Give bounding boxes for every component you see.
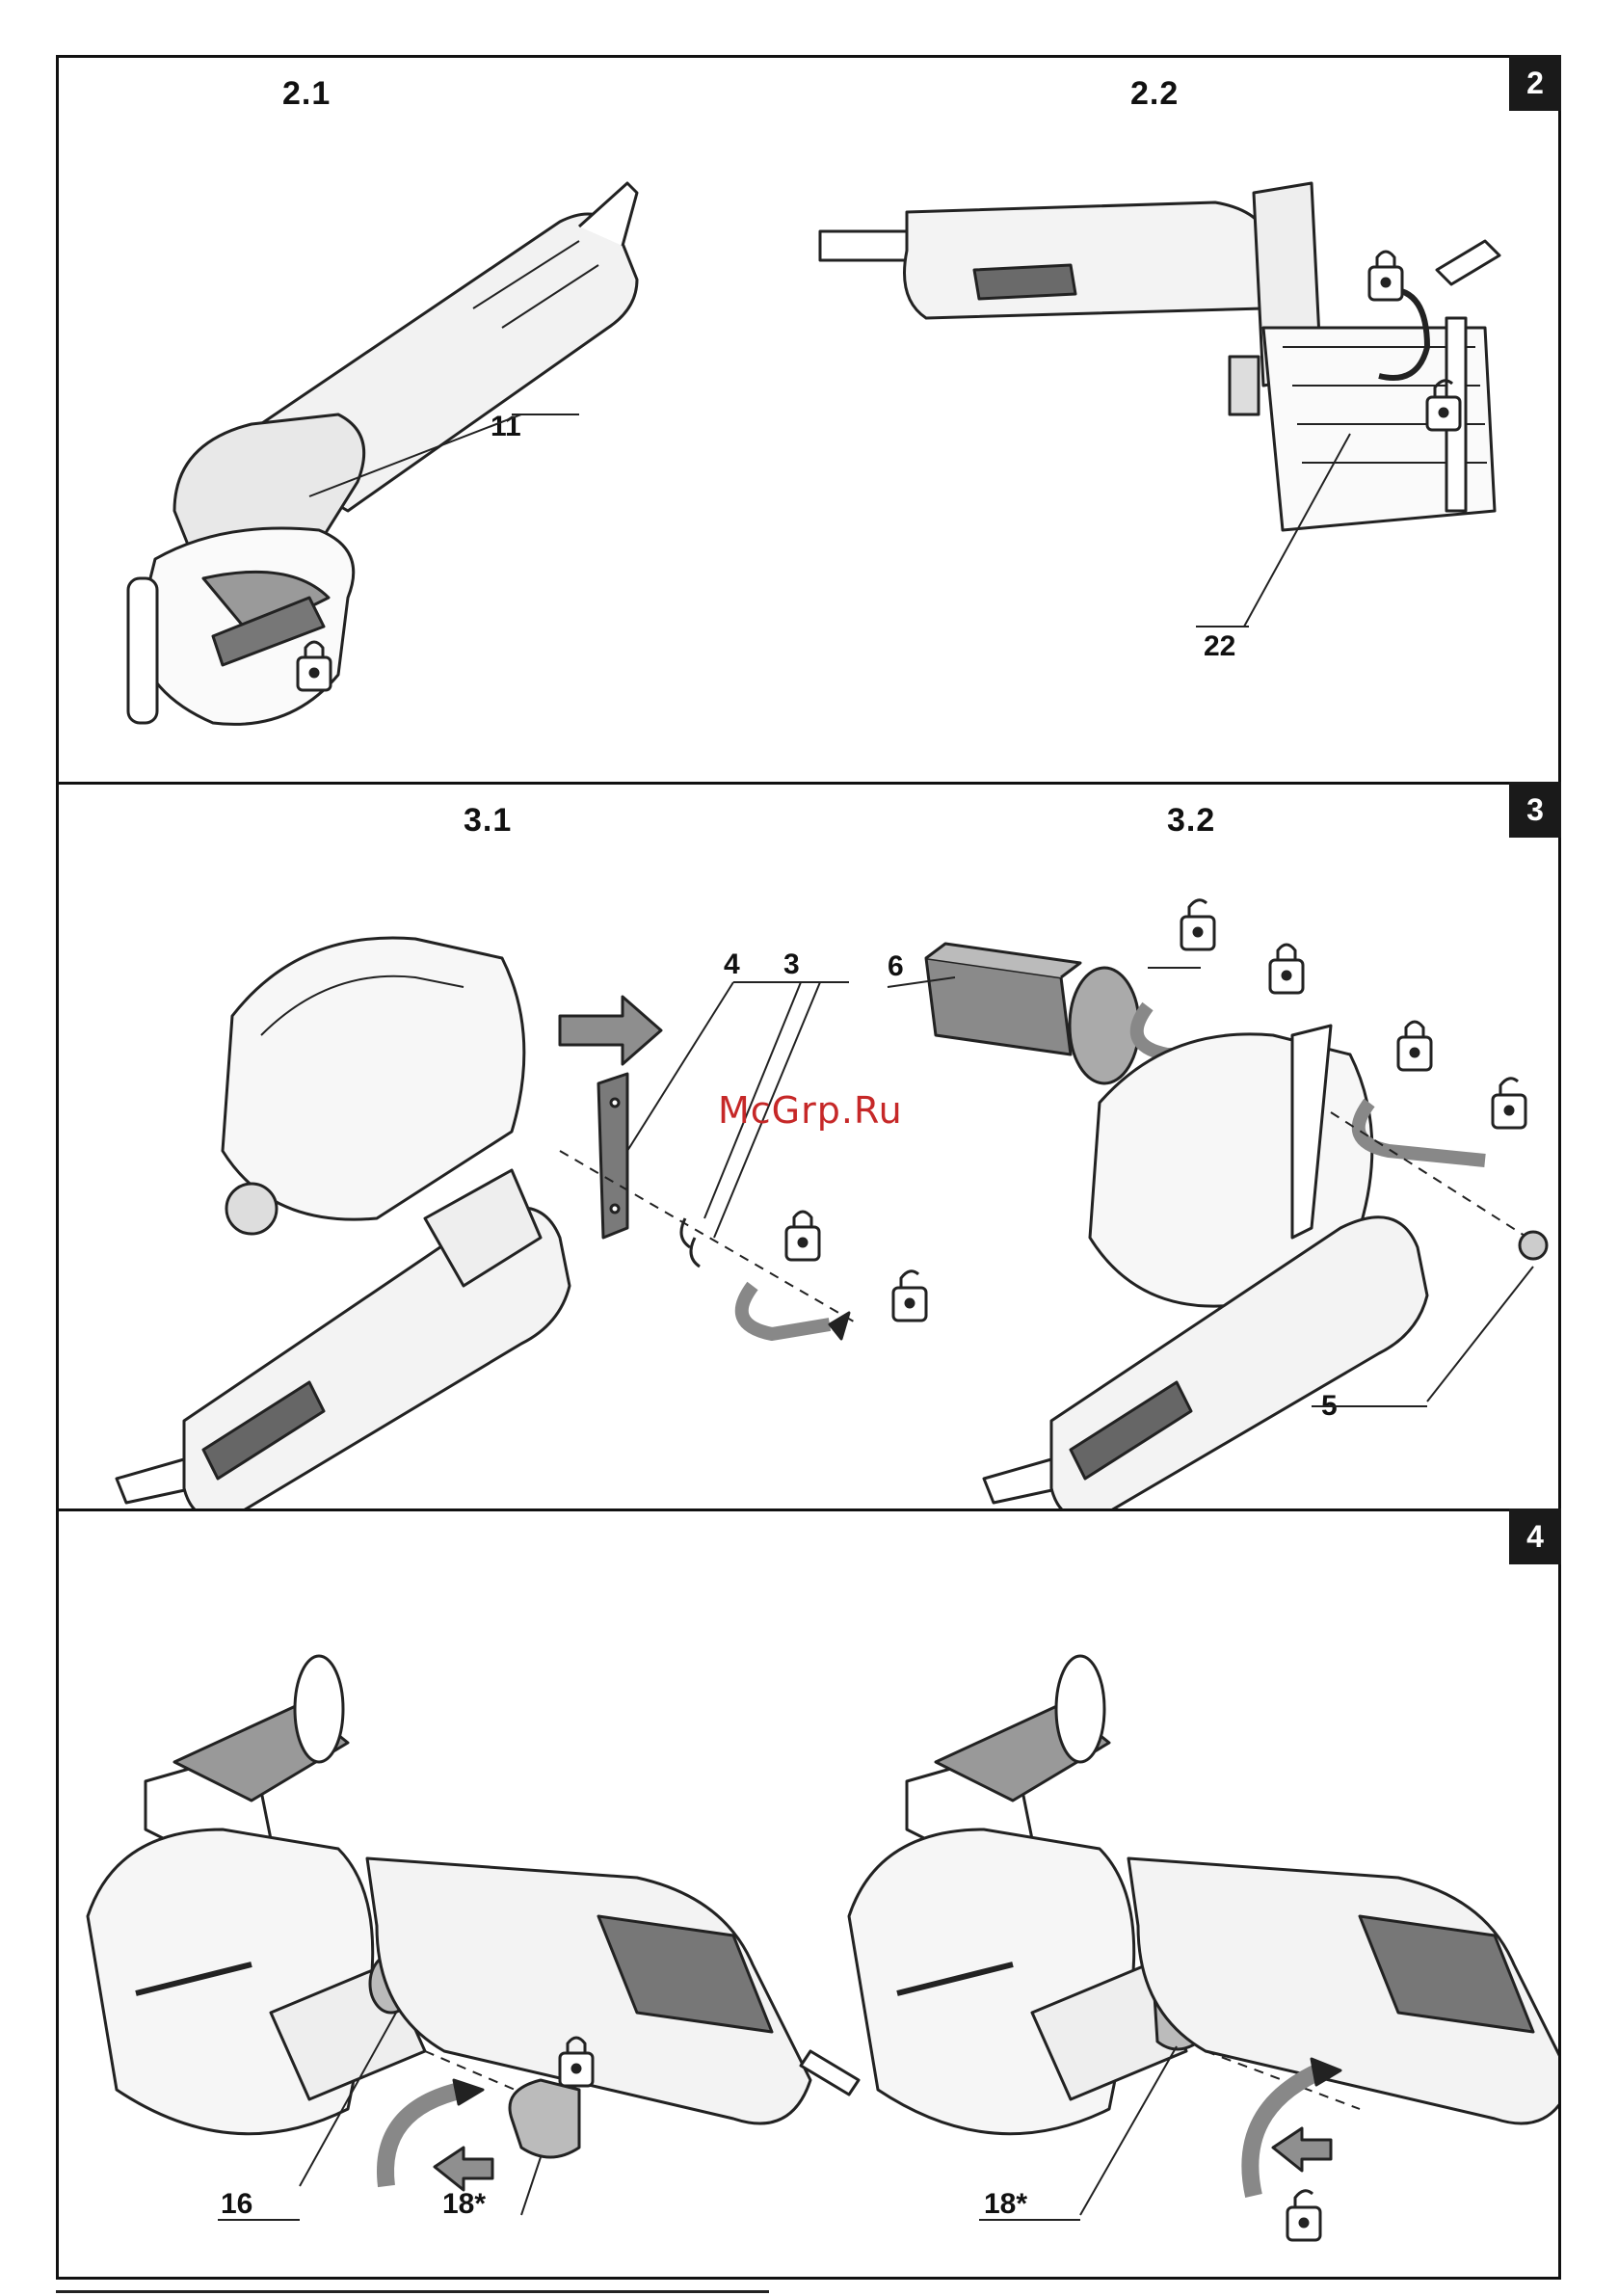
panel-2-drawing [59, 58, 1558, 782]
lock-closed-icon [1270, 945, 1303, 993]
panel-3-drawing [59, 785, 1558, 1508]
lock-open-icon [1287, 2191, 1320, 2240]
grinder-with-guard-drawing [117, 938, 859, 1508]
watermark: McGrp.Ru [718, 1089, 903, 1132]
lock-closed-icon [1398, 1022, 1431, 1070]
lock-open-icon [1493, 1079, 1525, 1128]
footer-rule [56, 2290, 769, 2293]
angle-grinder-drawing [128, 183, 637, 724]
grinder-rear-view-drawing [849, 1656, 1558, 2220]
panel-4: 4 16 18* 18* [56, 1508, 1561, 2280]
grinder-with-guard-drawing [820, 183, 1499, 627]
panel-2: 2 2.1 2.2 11 22 [56, 55, 1561, 785]
panel-4-drawing [59, 1511, 1558, 2277]
grinder-with-handle-drawing [888, 944, 1547, 1508]
lock-open-icon [1181, 900, 1214, 949]
lock-open-icon [893, 1271, 926, 1321]
grinder-rear-view-drawing [88, 1656, 859, 2220]
lock-closed-icon [1369, 252, 1402, 300]
panel-3: 3 3.1 3.2 4 3 6 5 [56, 782, 1561, 1511]
lock-closed-icon [786, 1212, 819, 1260]
